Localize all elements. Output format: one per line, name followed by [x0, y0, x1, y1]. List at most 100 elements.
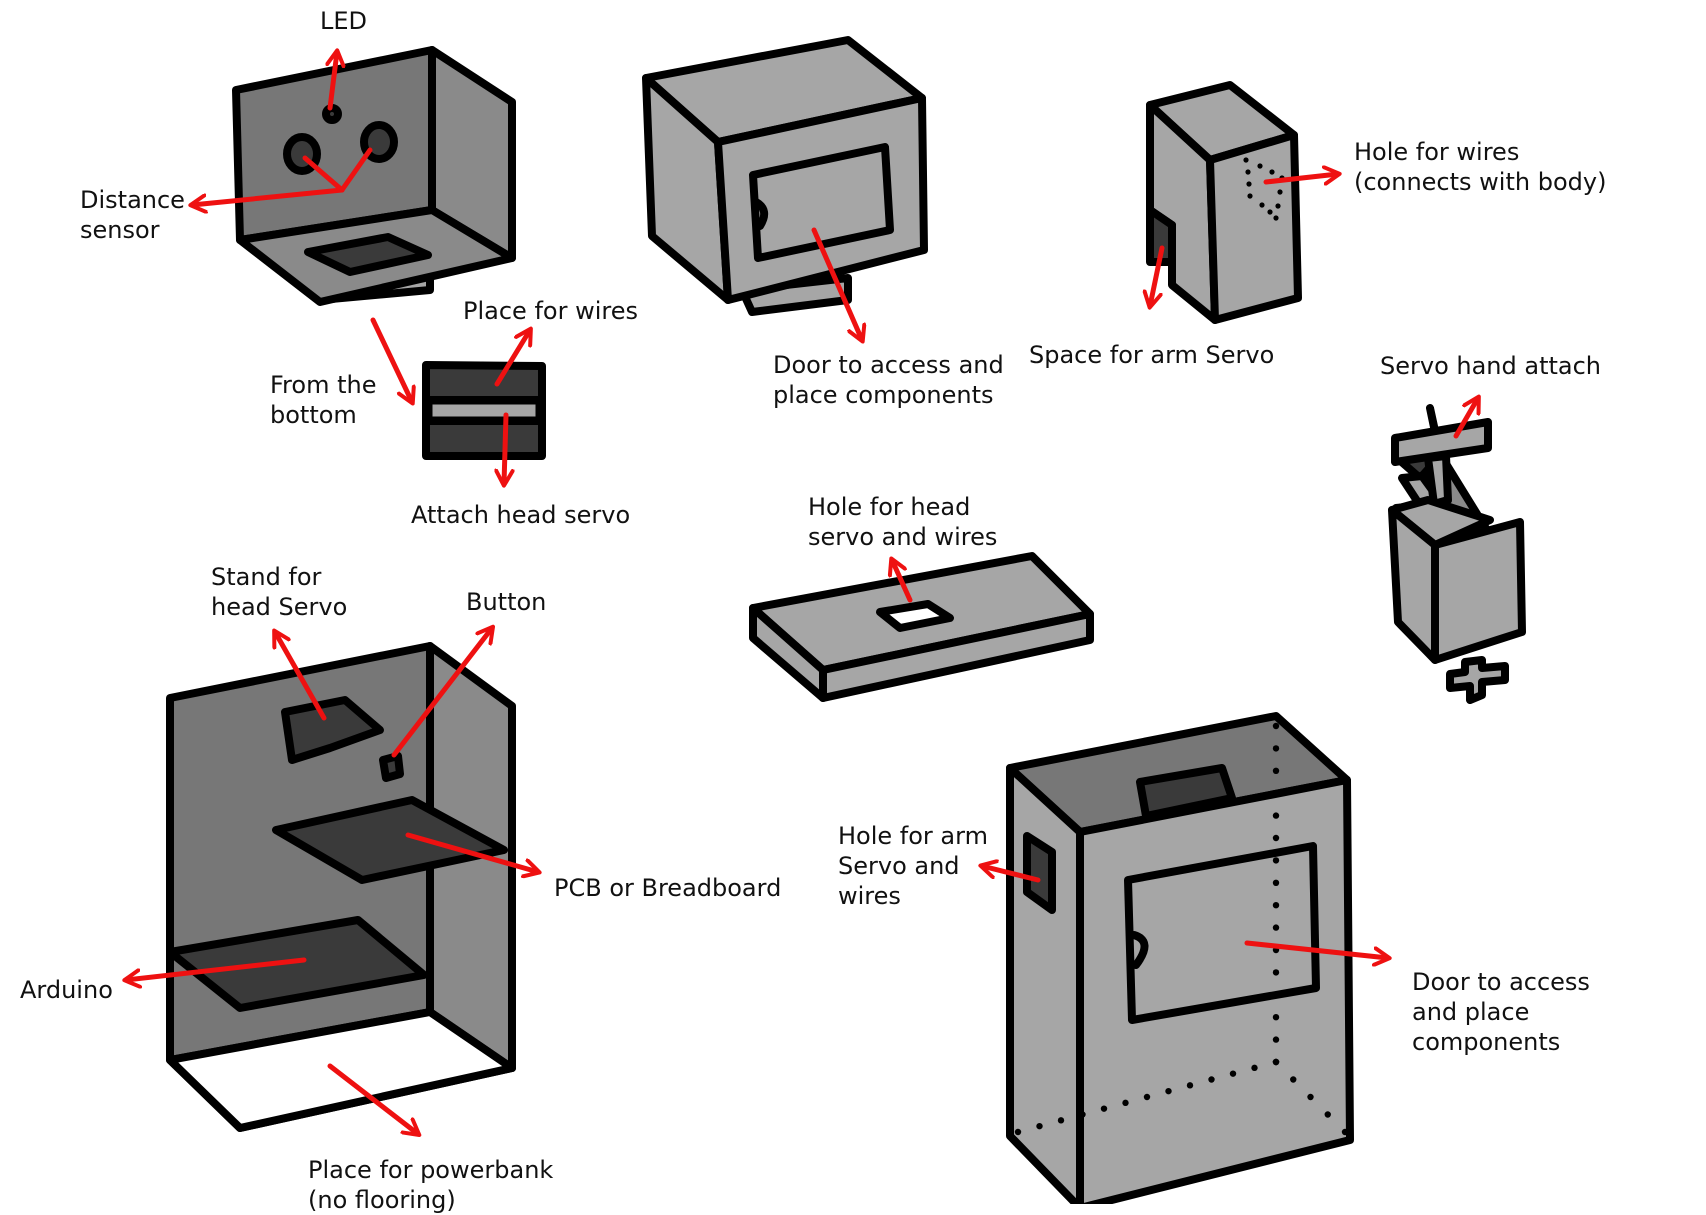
label-hole-for-wires-line-2: (connects with body)	[1354, 168, 1607, 196]
label-arduino: Arduino	[20, 975, 113, 1005]
hidden-edge-dot	[1272, 767, 1280, 774]
label-button-text: Button	[466, 588, 547, 616]
label-place-for-powerbank-line-2: (no flooring)	[308, 1186, 456, 1214]
label-door-body-line-2: and place	[1412, 998, 1530, 1026]
label-button: Button	[466, 587, 546, 617]
arrow-button	[391, 628, 492, 758]
arrow-hole-for-arm-servo	[982, 866, 1041, 883]
hidden-edge-dot	[1272, 991, 1280, 998]
hidden-edge-dot	[1341, 1128, 1349, 1136]
hidden-edge-dot	[1272, 1058, 1280, 1066]
label-pcb-or-breadboard-text: PCB or Breadboard	[554, 874, 782, 902]
label-door-top: Door to access and place components	[773, 350, 1004, 410]
label-stand-for-head-servo-line-1: Stand for	[211, 563, 322, 591]
arrow-space-for-arm-servo	[1150, 245, 1165, 306]
hidden-edge-dot	[1272, 834, 1280, 842]
label-servo-hand-attach-text: Servo hand attach	[1380, 352, 1602, 380]
label-servo-hand-attach: Servo hand attach	[1380, 351, 1601, 381]
label-hole-for-arm-servo: Hole for arm Servo and wires	[838, 821, 988, 911]
hidden-edge-dot	[1272, 857, 1280, 864]
label-from-the-bottom-line-2: bottom	[270, 401, 357, 429]
label-from-the-bottom-line-1: From the	[270, 371, 377, 399]
hidden-edge-dot	[1014, 1128, 1022, 1136]
hidden-edge-dot	[1122, 1099, 1129, 1107]
arrow-led	[330, 52, 337, 111]
servo-hand-attach-part	[1388, 404, 1526, 704]
hidden-edge-dot	[1290, 1076, 1297, 1083]
arrow-arduino	[126, 957, 307, 980]
label-place-for-powerbank-line-1: Place for powerbank	[308, 1156, 554, 1184]
head-part	[232, 46, 516, 306]
arrow-distance-sensor	[192, 187, 345, 205]
head-back-part	[642, 36, 928, 316]
arrow-from-the-bottom	[370, 317, 412, 402]
label-distance-sensor-line-1: Distance	[80, 186, 185, 214]
hidden-edge-dot	[1272, 969, 1280, 976]
pointer-arrows	[126, 52, 1478, 1134]
head-bottom-plate	[422, 361, 546, 460]
label-door-body: Door to access and place components	[1412, 967, 1590, 1057]
hidden-edge-dot	[1057, 1117, 1065, 1124]
label-space-for-arm-servo: Space for arm Servo	[1029, 340, 1274, 370]
body-frame-part	[166, 642, 516, 1132]
hidden-edge-dot	[1186, 1082, 1194, 1089]
hidden-edge-dot	[1272, 902, 1280, 909]
label-attach-head-servo-text: Attach head servo	[411, 501, 631, 529]
label-stand-for-head-servo-line-2: head Servo	[211, 593, 348, 621]
arrow-attach-head-servo	[504, 412, 506, 484]
arrow-pcb-or-breadboard	[405, 832, 538, 872]
arrow-servo-hand-attach	[1453, 398, 1478, 439]
hidden-edge-dot	[1100, 1105, 1108, 1112]
label-space-for-arm-servo-text: Space for arm Servo	[1029, 341, 1275, 369]
label-hole-for-head-servo-line-1: Hole for head	[808, 493, 971, 521]
label-pcb-or-breadboard: PCB or Breadboard	[554, 873, 781, 903]
label-hole-for-head-servo: Hole for head servo and wires	[808, 492, 997, 552]
arrow-place-for-wires	[494, 330, 530, 387]
arm-part	[1146, 81, 1302, 324]
label-led-text: LED	[320, 7, 368, 35]
arrow-stand-for-head-servo	[275, 632, 327, 721]
label-door-body-line-1: Door to access	[1412, 968, 1590, 996]
body-box-part	[1006, 712, 1354, 1212]
label-hole-for-wires-line-1: Hole for wires	[1354, 138, 1520, 166]
hidden-edge-dot	[1251, 1064, 1258, 1072]
hidden-edge-dot	[1143, 1093, 1151, 1101]
hidden-edge-dot	[1324, 1111, 1331, 1118]
body-hidden-edges	[1014, 722, 1349, 1136]
label-place-for-wires: Place for wires	[463, 296, 638, 326]
label-distance-sensor: Distance sensor	[80, 185, 185, 245]
hidden-edge-dot	[1079, 1111, 1086, 1118]
arrow-place-for-powerbank	[327, 1063, 418, 1134]
label-hole-for-arm-servo-line-1: Hole for arm	[838, 822, 988, 850]
label-door-top-line-2: place components	[773, 381, 994, 409]
hidden-edge-dot	[1229, 1070, 1237, 1077]
hidden-edge-dot	[1165, 1087, 1172, 1095]
label-stand-for-head-servo: Stand for head Servo	[211, 562, 347, 622]
floor-plate-part	[749, 552, 1094, 702]
label-place-for-powerbank: Place for powerbank (no flooring)	[308, 1155, 553, 1215]
hidden-edge-dot	[1272, 924, 1280, 931]
hidden-edge-dot	[1272, 790, 1280, 797]
label-hole-for-arm-servo-line-3: wires	[838, 882, 901, 910]
arrow-hole-for-wires	[1263, 174, 1338, 182]
label-distance-sensor-line-2: sensor	[80, 216, 160, 244]
label-from-the-bottom: From the bottom	[270, 370, 376, 430]
arrow-door-top	[811, 227, 862, 340]
label-door-body-line-3: components	[1412, 1028, 1561, 1056]
hidden-edge-dot	[1272, 1014, 1280, 1021]
label-hole-for-head-servo-line-2: servo and wires	[808, 523, 998, 551]
label-arduino-text: Arduino	[20, 976, 113, 1004]
hidden-edge-dot	[1272, 812, 1280, 819]
hidden-edge-dot	[1272, 879, 1280, 886]
label-led: LED	[320, 6, 367, 36]
label-place-for-wires-text: Place for wires	[463, 297, 638, 325]
arrow-door-body	[1244, 940, 1388, 958]
label-hole-for-arm-servo-line-2: Servo and	[838, 852, 960, 880]
label-door-top-line-1: Door to access and	[773, 351, 1004, 379]
hidden-edge-dot	[1208, 1076, 1215, 1083]
hidden-edge-dot	[1272, 1036, 1280, 1043]
label-attach-head-servo: Attach head servo	[411, 500, 630, 530]
hidden-edge-dot	[1307, 1093, 1314, 1101]
